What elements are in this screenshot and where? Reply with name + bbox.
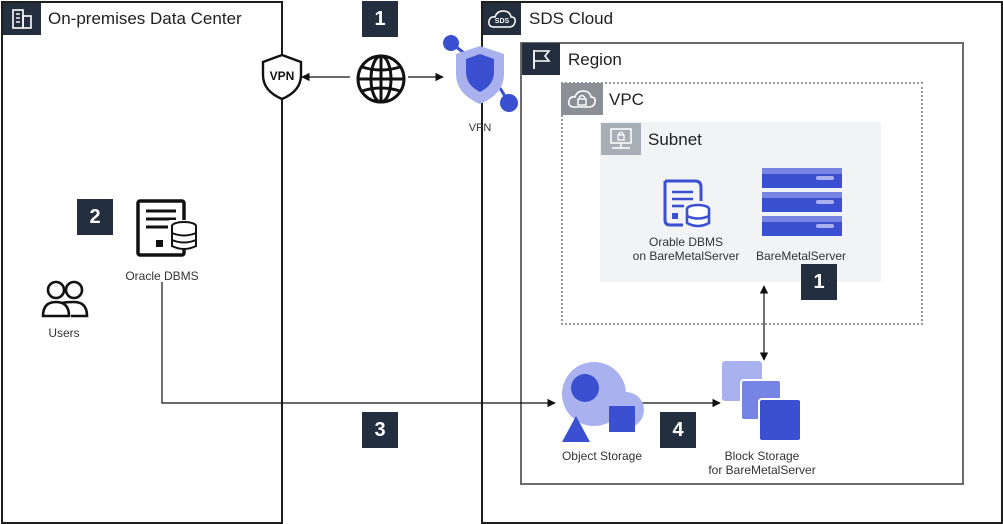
subnet-title: Subnet [648, 130, 702, 149]
orable-dbms-label-line1: Orable DBMS [648, 235, 724, 249]
step-badge-2: 2 [77, 199, 113, 235]
oracle-to-object-storage-arrow [161, 282, 556, 408]
region-box [520, 42, 964, 485]
vpn-shield-icon: VPN [259, 53, 305, 101]
oracle-server-icon [135, 198, 201, 258]
subnet-lock-icon [601, 123, 641, 155]
block-storage-label-line1: Block Storage [724, 449, 800, 463]
vpn-gateway-icon [438, 32, 522, 116]
step-badge-4: 4 [660, 412, 696, 448]
region-title: Region [568, 50, 622, 69]
onprem-title: On-premises Data Center [48, 9, 242, 28]
cloud-title: SDS Cloud [529, 9, 614, 28]
internet-globe-icon [355, 53, 407, 105]
svg-text:VPN: VPN [270, 69, 295, 83]
baremetal-label: BareMetalServer [755, 249, 847, 263]
object-storage-label: Object Storage [561, 449, 643, 463]
vpn-gateway-label: VPN [468, 122, 492, 134]
block-storage-label-line2: for BareMetalServer [708, 463, 816, 477]
flag-icon [522, 43, 560, 75]
orable-dbms-label-line2: on BareMetalServer [632, 249, 740, 263]
svg-text:SDS: SDS [495, 18, 510, 25]
sds-cloud-logo: SDS [483, 3, 521, 35]
users-icon [40, 278, 90, 322]
vpc-box [561, 82, 923, 325]
building-icon [3, 3, 41, 35]
users-label: Users [48, 326, 80, 340]
baremetal-server-icon [762, 168, 842, 236]
step-badge-1-server: 1 [801, 264, 837, 300]
step-badge-3: 3 [362, 412, 398, 448]
vpc-title: VPC [609, 90, 644, 109]
block-storage-icon [722, 361, 804, 445]
vpc-cloud-lock-icon [561, 83, 603, 115]
onprem-datacenter-box [1, 1, 283, 524]
orable-dbms-icon [659, 178, 713, 230]
object-storage-icon [560, 360, 644, 444]
sds-cloud-box [481, 1, 1003, 524]
oracle-dbms-label: Oracle DBMS [125, 269, 199, 283]
step-badge-1-top: 1 [362, 1, 398, 37]
